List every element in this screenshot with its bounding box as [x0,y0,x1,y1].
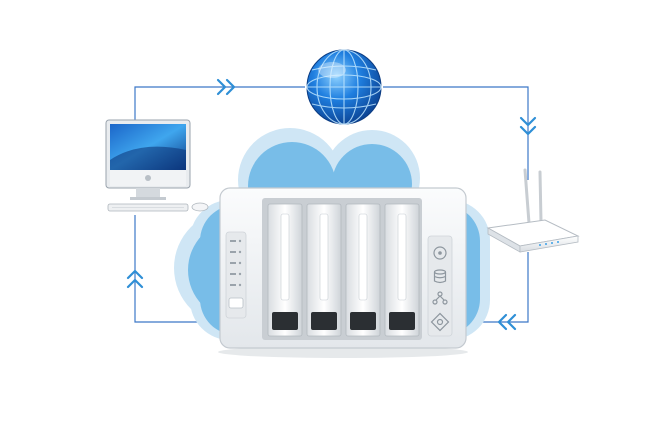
nas-storage-icon [218,187,468,358]
feature-icon-panel [427,235,453,337]
globe-icon [306,49,382,125]
flow-arrows [126,78,537,331]
line-computer-to-globe [134,86,305,122]
database-icon [433,269,447,284]
arrow-left-icon [497,313,517,331]
drive-bays [267,203,420,337]
wifi-router-icon [486,168,580,253]
connection-lines [134,86,529,323]
status-led [230,261,242,265]
arrow-right-icon [216,78,236,96]
network-icon [432,291,448,305]
drive-bay[interactable] [267,203,303,337]
status-led [230,272,242,276]
status-led [230,239,242,243]
desktop-computer-icon [105,119,209,212]
disk-icon [433,246,447,260]
drive-bay[interactable] [306,203,342,337]
line-router-to-nas [466,252,529,323]
power-button[interactable] [228,297,244,309]
drive-bay[interactable] [345,203,381,337]
status-led [230,283,242,287]
status-led [230,250,242,254]
line-nas-to-computer [134,215,220,323]
arrow-down-icon [519,116,537,136]
status-led-panel [225,231,247,319]
drive-bay[interactable] [384,203,420,337]
gear-icon [430,312,450,332]
line-globe-to-router [383,86,529,180]
arrow-up-icon [126,269,144,289]
